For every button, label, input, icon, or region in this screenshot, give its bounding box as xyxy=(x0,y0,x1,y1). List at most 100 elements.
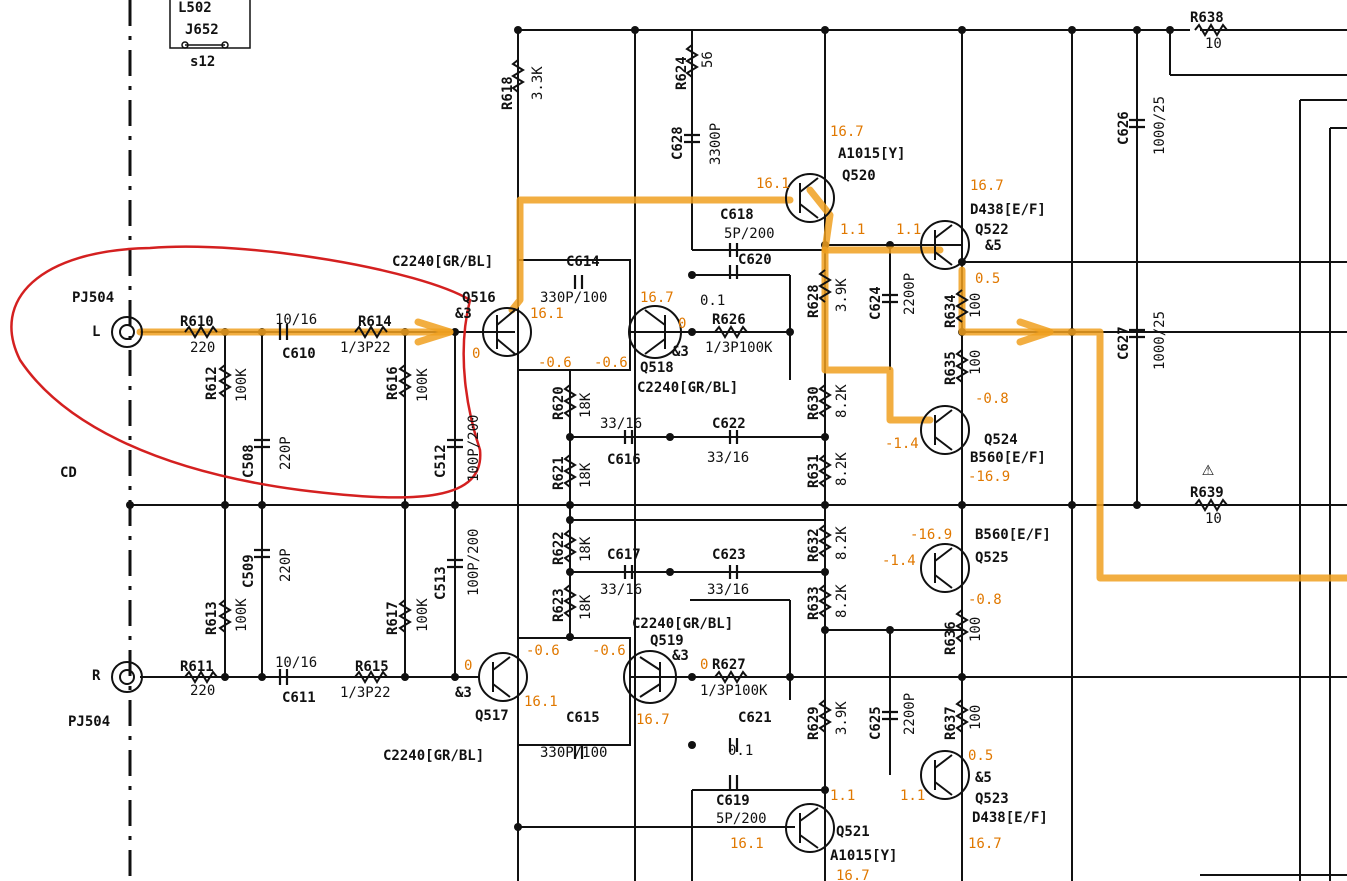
value-r623: 18K xyxy=(578,594,594,620)
volt-q520-c: 16.7 xyxy=(830,124,864,140)
connector-box-l502: L502 J652 s12 xyxy=(169,0,251,70)
value-r634: 100 xyxy=(968,293,984,318)
mark-q523: &5 xyxy=(975,770,992,786)
type-q522: D438[E/F] xyxy=(970,202,1046,218)
label-r630: R630 xyxy=(806,386,822,420)
label-q519: Q519 xyxy=(650,633,684,649)
type-q517: C2240[GR/BL] xyxy=(383,748,484,764)
volt-q518-e: -0.6 xyxy=(594,355,628,371)
volt-q522-e: 0.5 xyxy=(975,271,1000,287)
volt-q521-c: 16.7 xyxy=(836,868,870,881)
value-c617: 33/16 xyxy=(600,582,642,598)
label-c619: C619 xyxy=(716,793,750,809)
value-r621: 18K xyxy=(578,462,594,488)
value-c624: 2200P xyxy=(902,273,918,315)
jack-r xyxy=(111,661,143,693)
transistor-labels: C2240[GR/BL] Q516 &3 Q518 C2240[GR/BL] &… xyxy=(383,146,1051,864)
label-s12: s12 xyxy=(190,54,215,70)
volt-q521-b: 16.1 xyxy=(730,836,764,852)
label-j652: J652 xyxy=(185,22,219,38)
label-r624: R624 xyxy=(674,56,690,90)
volt-q522-c: 16.7 xyxy=(970,178,1004,194)
volt-q516-e: 0 xyxy=(472,346,480,362)
label-r627: R627 xyxy=(712,657,746,673)
type-q516: C2240[GR/BL] xyxy=(392,254,493,270)
value-r638: 10 xyxy=(1205,36,1222,52)
label-channel-l: L xyxy=(92,324,100,340)
value-r635: 100 xyxy=(968,350,984,375)
value-r626: 1/3P100K xyxy=(705,340,773,356)
value-c627: 1000/25 xyxy=(1152,311,1168,370)
volt-q516-e2: -0.6 xyxy=(538,355,572,371)
label-r615: R615 xyxy=(355,659,389,675)
value-r630: 8.2K xyxy=(834,384,850,418)
value-c614: 330P/100 xyxy=(540,290,607,306)
label-r637: R637 xyxy=(943,706,959,740)
label-q522: Q522 xyxy=(975,222,1009,238)
value-r622: 18K xyxy=(578,536,594,562)
volt-q517-e: 0 xyxy=(464,658,472,674)
label-r620: R620 xyxy=(551,386,567,420)
label-c513: C513 xyxy=(433,566,449,600)
mark-q518: &3 xyxy=(672,344,689,360)
label-c623: C623 xyxy=(712,547,746,563)
label-q521: Q521 xyxy=(836,824,870,840)
value-c509: 220P xyxy=(278,548,294,582)
label-r617: R617 xyxy=(385,601,401,635)
transistor-glyphs xyxy=(478,173,970,853)
volt-q524-e: -0.8 xyxy=(975,391,1009,407)
label-c621: C621 xyxy=(738,710,772,726)
label-r639: R639 xyxy=(1190,485,1224,501)
volt-q519-e: -0.6 xyxy=(592,643,626,659)
value-r617: 100K xyxy=(415,598,431,632)
volt-q523-e: 0.5 xyxy=(968,748,993,764)
type-q521: A1015[Y] xyxy=(830,848,897,864)
label-q520: Q520 xyxy=(842,168,876,184)
value-c628: 3300P xyxy=(708,123,724,165)
label-pj504-bottom: PJ504 xyxy=(68,714,110,730)
label-l502: L502 xyxy=(178,0,212,16)
volt-q519-c: 16.7 xyxy=(636,712,670,728)
volt-q517-e2: -0.6 xyxy=(526,643,560,659)
label-q516: Q516 xyxy=(462,290,496,306)
mark-q516: &3 xyxy=(455,306,472,322)
label-r612: R612 xyxy=(204,366,220,400)
type-q525: B560[E/F] xyxy=(975,527,1051,543)
volt-q522-b: 1.1 xyxy=(896,222,921,238)
label-c614: C614 xyxy=(566,254,600,270)
label-r635: R635 xyxy=(943,351,959,385)
value-c618: 5P/200 xyxy=(724,226,775,242)
value-c616: 33/16 xyxy=(600,416,642,432)
label-r613: R613 xyxy=(204,601,220,635)
q521-symbol xyxy=(785,803,835,853)
volt-q518-b: 0 xyxy=(678,316,686,332)
label-r638: R638 xyxy=(1190,10,1224,26)
label-pj504-top: PJ504 xyxy=(72,290,114,306)
label-c624: C624 xyxy=(868,286,884,320)
value-r611: 220 xyxy=(190,683,215,699)
value-r633: 8.2K xyxy=(834,584,850,618)
label-r621: R621 xyxy=(551,456,567,490)
label-r614: R614 xyxy=(358,314,392,330)
value-r615: 1/3P22 xyxy=(340,685,391,701)
label-c617: C617 xyxy=(607,547,641,563)
label-c620: C620 xyxy=(738,252,772,268)
highlight-outline-input-l xyxy=(10,245,482,499)
label-q525: Q525 xyxy=(975,550,1009,566)
type-q520: A1015[Y] xyxy=(838,146,905,162)
value-c513: 100P/200 xyxy=(466,529,482,596)
value-r637: 100 xyxy=(968,705,984,730)
value-c622: 33/16 xyxy=(707,450,749,466)
value-r631: 8.2K xyxy=(834,452,850,486)
type-q519: C2240[GR/BL] xyxy=(632,616,733,632)
value-c508: 220P xyxy=(278,436,294,470)
value-r639: 10 xyxy=(1205,511,1222,527)
value-r620: 18K xyxy=(578,392,594,418)
q525-symbol xyxy=(920,543,970,593)
value-r624: 56 xyxy=(700,51,716,68)
q518-symbol xyxy=(628,305,682,359)
value-r618: 3.3K xyxy=(530,66,546,100)
q522-symbol xyxy=(920,220,970,270)
value-c619: 5P/200 xyxy=(716,811,767,827)
mark-q517: &3 xyxy=(455,685,472,701)
